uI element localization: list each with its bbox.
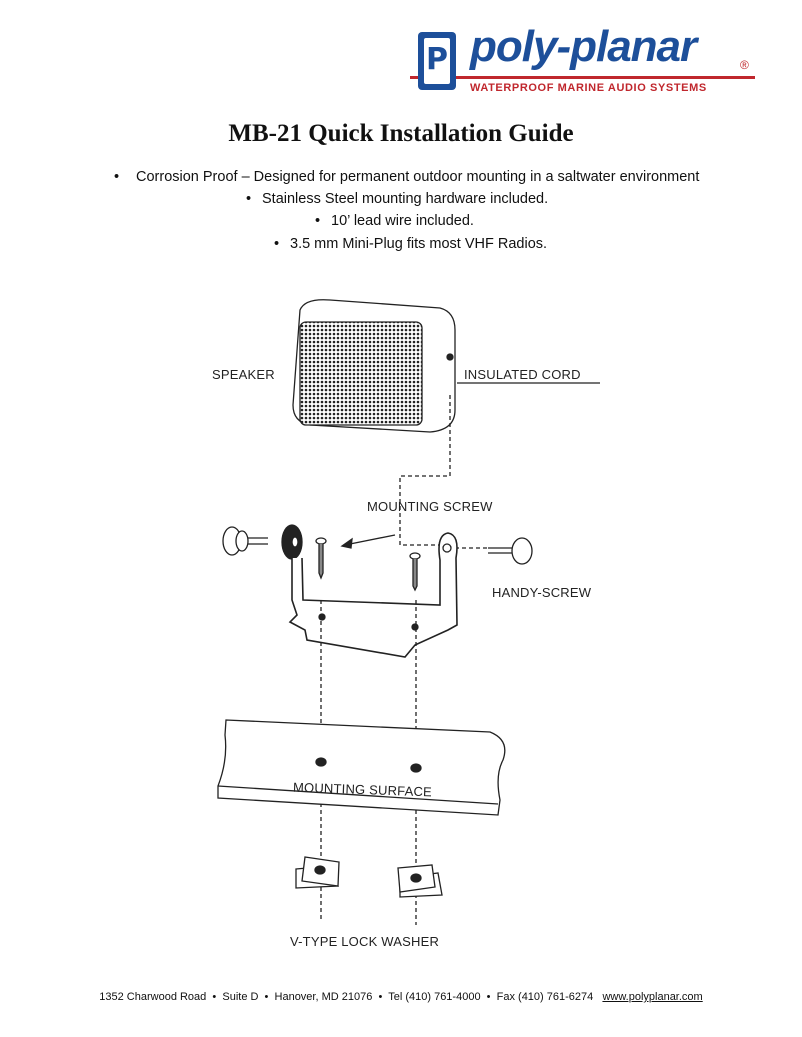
logo-mark: P (418, 32, 456, 90)
bullet-text: 3.5 mm Mini-Plug fits most VHF Radios. (290, 236, 548, 252)
logo-tagline: WATERPROOF MARINE AUDIO SYSTEMS (470, 82, 707, 94)
label-handy-screw: HANDY-SCREW (492, 585, 592, 600)
lock-washer-left (295, 856, 340, 889)
bullet-dot: • (114, 169, 120, 185)
page-title: MB-21 Quick Installation Guide (228, 120, 574, 147)
bullet-text: Stainless Steel mounting hardware includ… (262, 191, 549, 207)
left-knob (222, 526, 268, 556)
bullet-dot: • (315, 213, 321, 229)
logo-rule (410, 76, 755, 79)
footer-address: 1352 Charwood Road • Suite D • Hanover, … (99, 991, 594, 1003)
logo-mark-letter: P (424, 38, 450, 84)
cord-path (399, 395, 451, 546)
mounting-surface-board (217, 719, 506, 816)
speaker-grille (299, 321, 423, 426)
lock-washer-right (397, 864, 443, 898)
poly-planar-logo: P poly-planar ® WATERPROOF MARINE AUDIO … (410, 22, 763, 98)
label-speaker: SPEAKER (212, 367, 275, 382)
mounting-screw-left (315, 537, 327, 580)
label-mounting-screw: MOUNTING SCREW (367, 499, 493, 514)
bullet-item: • Corrosion Proof – Designed for permanen… (114, 169, 699, 185)
label-insulated-cord: INSULATED CORD (464, 367, 581, 382)
bullet-item: • Stainless Steel mounting hardware inclu… (246, 191, 548, 207)
logo-brand: poly-planar (470, 22, 697, 71)
mounting-screw-right (409, 552, 421, 592)
bullet-dot: • (274, 236, 280, 252)
website-link[interactable]: www.polyplanar.com (602, 991, 703, 1003)
bullet-item: • 10’ lead wire included. (315, 213, 474, 229)
bullet-item: • 3.5 mm Mini-Plug fits most VHF Radios. (274, 236, 547, 252)
registered-mark: ® (740, 58, 749, 72)
bullet-dot: • (246, 191, 252, 207)
bullet-text: Corrosion Proof – Designed for permanent… (136, 169, 700, 185)
right-knob (488, 537, 533, 565)
bullet-text: 10’ lead wire included. (331, 213, 474, 229)
footer: 1352 Charwood Road • Suite D • Hanover, … (0, 991, 802, 1003)
mounting-bracket (288, 532, 458, 658)
label-lock-washer: V-TYPE LOCK WASHER (290, 934, 440, 949)
